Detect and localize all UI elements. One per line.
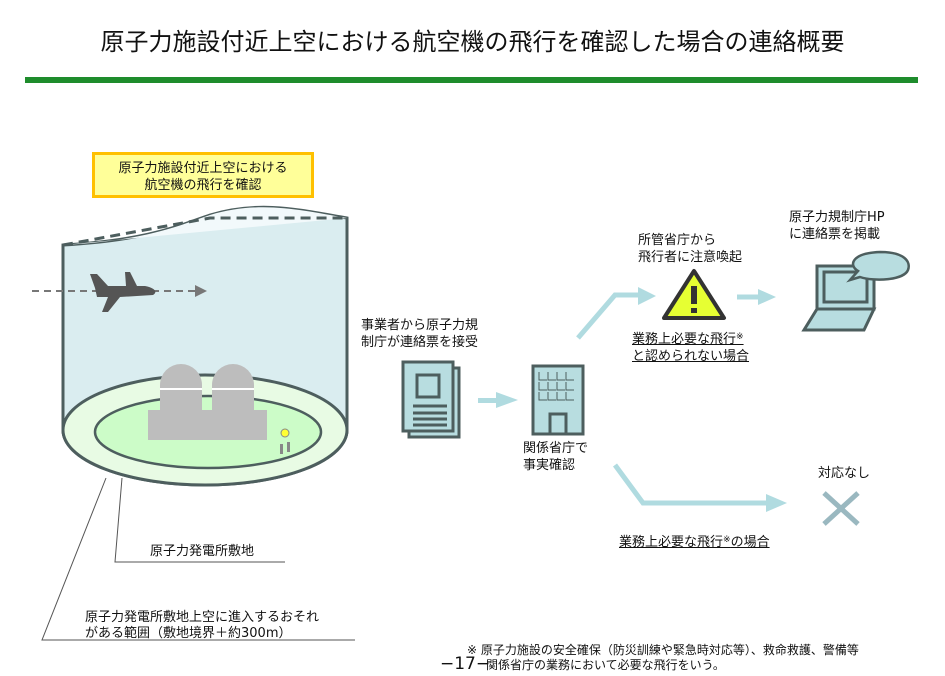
- branch-arrows: [576, 292, 770, 506]
- range-label-line1: 原子力発電所敷地上空に進入するおそれ: [85, 610, 320, 625]
- receive-text-line1: 事業者から原子力規: [361, 318, 479, 333]
- site-label: 原子力発電所敷地: [150, 544, 255, 559]
- airspace-cylinder: [61, 205, 349, 487]
- warning-icon: [662, 269, 726, 320]
- confirm-text-line2: 事実確認: [523, 458, 576, 473]
- not-needed-line1: 業務上必要な飛行※: [632, 332, 744, 348]
- needed-label: 業務上必要な飛行※の場合: [619, 535, 770, 551]
- range-label-line2: がある範囲（敷地境界＋約300m）: [85, 626, 292, 641]
- building-icon: [531, 364, 585, 436]
- warn-text-line2: 飛行者に注意喚起: [638, 250, 743, 265]
- no-action-label: 対応なし: [818, 466, 871, 481]
- nuclear-plant-icon: [148, 364, 290, 454]
- not-needed-text: 業務上必要な飛行: [632, 332, 737, 347]
- warn-text-line1: 所管省庁から: [638, 233, 717, 248]
- page-title: 原子力施設付近上空における航空機の飛行を確認した場合の連絡概要: [100, 28, 845, 56]
- callout-box: 原子力施設付近上空における 航空機の飛行を確認: [92, 152, 314, 198]
- page-number: −17−: [440, 654, 491, 674]
- callout-line2: 航空機の飛行を確認: [144, 178, 262, 193]
- arrow: [478, 392, 518, 408]
- document-icon: [401, 360, 461, 439]
- confirm-text-line1: 関係省庁で: [523, 441, 589, 456]
- hp-text-line2: に連絡票を掲載: [789, 227, 881, 242]
- hp-text-line1: 原子力規制庁HP: [789, 210, 885, 225]
- speech-bubble-icon: [846, 250, 910, 283]
- note-mark: ※: [736, 332, 744, 342]
- receive-text-line2: 制庁が連絡票を接受: [361, 335, 479, 350]
- footnote-line2: 関係省庁の業務において必要な飛行をいう。: [486, 658, 725, 672]
- x-icon: [822, 491, 860, 526]
- not-needed-line2: と認められない場合: [632, 349, 750, 364]
- airplane-icon: [32, 272, 207, 312]
- footnote-line1: ※ 原子力施設の安全確保（防災訓練や緊急時対応等）、救命救護、警備等: [467, 643, 859, 657]
- callout-line1: 原子力施設付近上空における: [118, 161, 288, 176]
- needed-suffix: の場合: [730, 535, 770, 550]
- needed-text: 業務上必要な飛行: [619, 535, 724, 550]
- note-mark: ※: [723, 535, 731, 545]
- title-divider: [25, 77, 918, 83]
